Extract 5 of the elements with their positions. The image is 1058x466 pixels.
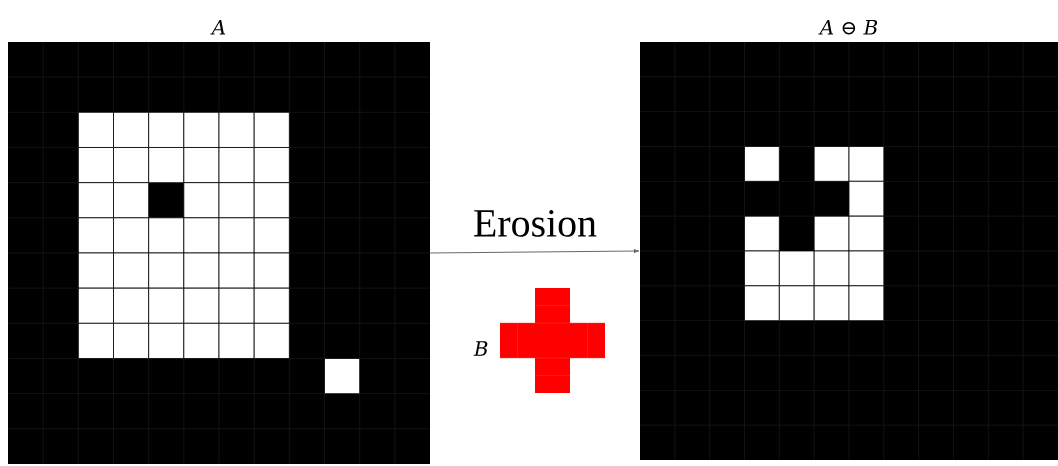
edge-label: Erosion — [474, 210, 597, 237]
image-title: A ⊖ B — [818, 19, 878, 35]
image-title: A — [210, 19, 226, 35]
element-label: B — [473, 341, 488, 356]
arrow — [429, 249, 639, 254]
